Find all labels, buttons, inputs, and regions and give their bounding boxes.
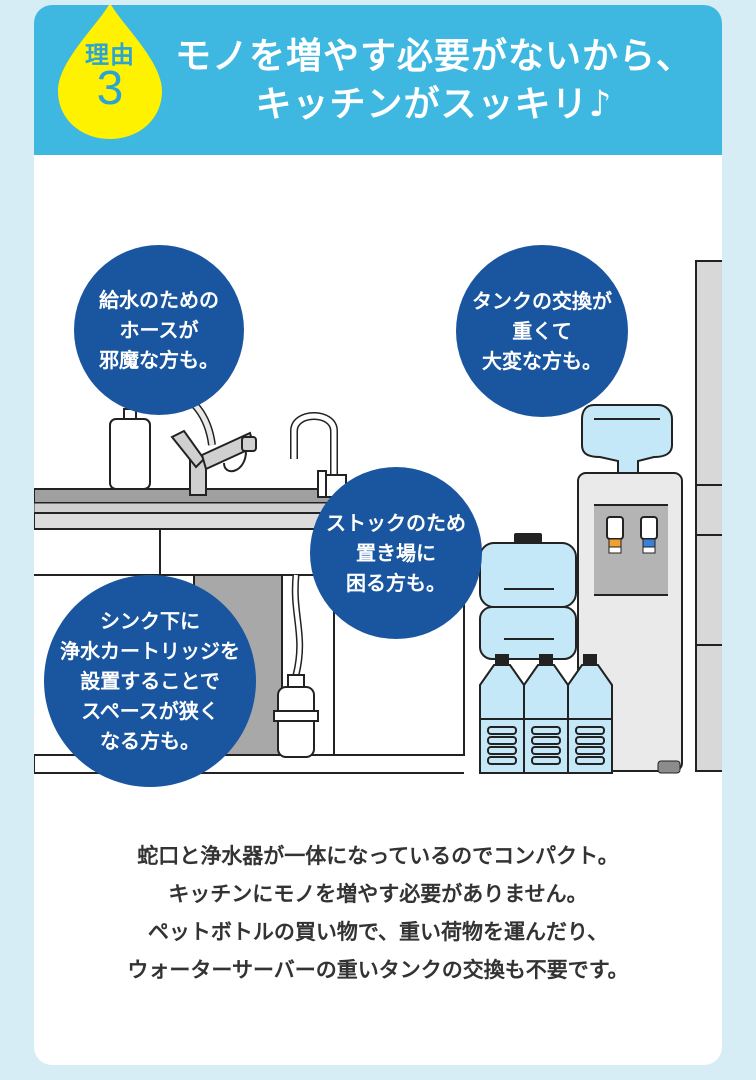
description-line-1: 蛇口と浄水器が一体になっているのでコンパクト。 bbox=[137, 844, 619, 868]
description-line-2: キッチンにモノを増やす必要がありません。 bbox=[168, 882, 588, 906]
bubble-hose-line-1: 給水のための bbox=[99, 288, 219, 312]
reason-badge: 理由 3 bbox=[50, 5, 170, 141]
title-line-2: キッチンがスッキリ♪ bbox=[255, 84, 613, 125]
bubble-hose: 給水のための ホースが 邪魔な方も。 bbox=[74, 245, 244, 415]
bubble-tank-line-2: 重くて bbox=[512, 319, 572, 343]
bubble-cartridge: シンク下に 浄水カートリッジを 設置することで スペースが狭く なる方も。 bbox=[44, 575, 256, 787]
title-line-1: モノを増やす必要がないから、 bbox=[174, 36, 693, 77]
bubble-stock-line-1: ストックのため bbox=[326, 511, 466, 535]
bubble-cartridge-line-3: 設置することで bbox=[80, 669, 220, 693]
bubble-tank-line-1: タンクの交換が bbox=[472, 289, 612, 313]
description-text: 蛇口と浄水器が一体になっているのでコンパクト。 キッチンにモノを増やす必要があり… bbox=[34, 837, 722, 989]
bubble-stock-line-2: 置き場に bbox=[356, 541, 436, 565]
bubble-hose-line-3: 邪魔な方も。 bbox=[99, 348, 219, 372]
bubble-tank-line-3: 大変な方も。 bbox=[482, 349, 602, 373]
badge-label: 理由 bbox=[85, 41, 135, 69]
bubble-hose-line-2: ホースが bbox=[119, 318, 199, 342]
description-line-4: ウォーターサーバーの重いタンクの交換も不要です。 bbox=[127, 958, 629, 982]
bubble-cartridge-line-1: シンク下に bbox=[100, 609, 200, 633]
bubble-stock-line-3: 困る方も。 bbox=[346, 571, 446, 595]
kitchen-illustration: 給水のための ホースが 邪魔な方も。 タンクの交換が 重くて 大変な方も。 スト… bbox=[34, 155, 722, 795]
bubble-tank: タンクの交換が 重くて 大変な方も。 bbox=[456, 245, 628, 417]
badge-number: 3 bbox=[96, 62, 124, 115]
bubble-cartridge-line-2: 浄水カートリッジを bbox=[60, 639, 240, 663]
bubble-cartridge-line-4: スペースが狭く bbox=[81, 699, 219, 723]
water-drop-icon bbox=[58, 5, 162, 139]
page-title: モノを増やす必要がないから、 キッチンがスッキリ♪ bbox=[164, 33, 704, 129]
bubble-stock: ストックのため 置き場に 困る方も。 bbox=[310, 467, 482, 639]
reason-card: 理由 3 モノを増やす必要がないから、 キッチンがスッキリ♪ bbox=[34, 5, 722, 1065]
description-line-3: ペットボトルの買い物で、重い荷物を運んだり、 bbox=[147, 920, 609, 944]
card-header: 理由 3 モノを増やす必要がないから、 キッチンがスッキリ♪ bbox=[34, 5, 722, 155]
bubble-cartridge-line-5: なる方も。 bbox=[100, 729, 200, 753]
